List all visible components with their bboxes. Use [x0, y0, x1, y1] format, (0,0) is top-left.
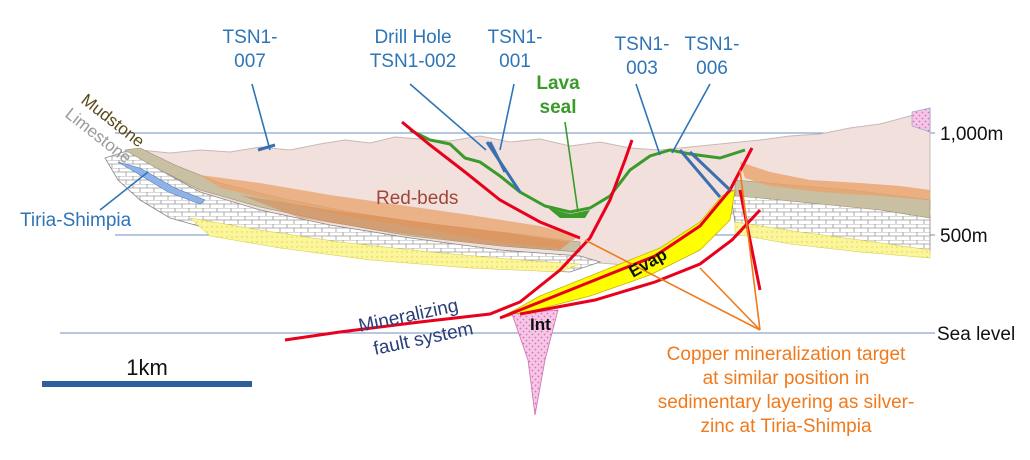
target-note-line3: sedimentary layering as silver- — [658, 392, 915, 413]
drill-hole-tsn1-007 — [257, 143, 276, 152]
label-tsn1-003-line1: TSN1- — [615, 34, 670, 55]
fault-right-steep — [738, 189, 762, 291]
label-tsn1-007-line1: TSN1- — [223, 27, 278, 48]
intrusion-body — [511, 309, 559, 416]
leader-tiria-shimpia — [99, 171, 149, 211]
leader-target-1 — [584, 239, 761, 331]
red-bed-layer-right — [740, 162, 930, 200]
evaporite-wedge — [499, 189, 736, 319]
leader-tsn1-007 — [251, 83, 271, 151]
scale-bar — [42, 381, 252, 387]
drill-hole-tsn1-001 — [488, 141, 507, 173]
scale-bar-label: 1km — [126, 355, 168, 380]
label-int: Int — [530, 315, 551, 334]
lava-seal-basin — [548, 208, 590, 218]
label-tsn1-006-line2: 006 — [696, 58, 728, 79]
leader-tsn1-006 — [671, 83, 711, 154]
red-bed-layer-orange-2 — [240, 195, 570, 250]
fault-left-listric — [401, 120, 581, 240]
label-tsn1-002-line1: Drill Hole — [374, 27, 451, 48]
label-tiria-shimpia: Tiria-Shimpia — [20, 210, 132, 231]
label-500m: 500m — [940, 226, 988, 247]
label-tsn1-001-line1: TSN1- — [488, 27, 543, 48]
target-note-line4: zinc at Tiria-Shimpia — [700, 416, 871, 437]
basal-sand-layer-right — [734, 221, 931, 259]
target-note-line1: Copper mineralization target — [667, 344, 906, 365]
label-lava-seal-line1: Lava — [536, 73, 580, 94]
leader-tsn1-002 — [409, 83, 487, 151]
label-red-beds: Red-beds — [376, 188, 458, 209]
fault-main — [284, 139, 634, 342]
label-tsn1-001-line2: 001 — [499, 51, 531, 72]
label-lava-seal-line2: seal — [540, 97, 577, 118]
fault-evaporite-lower — [519, 208, 762, 316]
red-bed-layer-orange — [200, 175, 580, 248]
label-tsn1-006-line1: TSN1- — [685, 34, 740, 55]
drill-hole-tsn1-006 — [688, 150, 732, 192]
label-tsn1-002-line2: TSN1-002 — [370, 51, 457, 72]
lava-seal — [409, 128, 746, 214]
leader-tsn1-001 — [499, 83, 515, 151]
label-sea-level: Sea level — [937, 324, 1015, 345]
tiria-shimpia-layer — [117, 161, 206, 205]
label-tsn1-007-line2: 007 — [234, 51, 266, 72]
label-1000m: 1,000m — [940, 124, 1003, 145]
leader-lava-seal — [564, 121, 579, 213]
target-note-line2: at similar position in — [703, 368, 870, 389]
upper-right-cap — [911, 107, 931, 133]
leader-target-3 — [739, 169, 761, 331]
leader-target-2 — [699, 267, 761, 331]
leader-tsn1-003 — [635, 83, 661, 156]
drill-hole-tsn1-003 — [678, 149, 722, 198]
basal-sand-layer-left — [189, 217, 581, 273]
label-tsn1-003-line2: 003 — [626, 58, 658, 79]
